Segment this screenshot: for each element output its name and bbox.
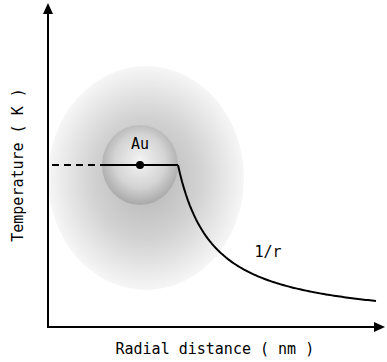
- dashed-line: [52, 164, 102, 166]
- axis-arrowhead: [43, 3, 53, 14]
- x-axis: [47, 326, 378, 328]
- particle-label: Au: [98, 135, 182, 153]
- decay-curve: [178, 165, 376, 301]
- center-dot: [136, 161, 144, 169]
- axis-title: Temperature ( K ): [9, 88, 27, 242]
- axis-arrowhead: [374, 322, 385, 332]
- y-axis: [47, 10, 49, 327]
- gold-particle: Au: [98, 125, 182, 205]
- axis-title: Radial distance ( nm ): [116, 340, 315, 358]
- heat-halo: [48, 66, 244, 290]
- curve-label: 1/r: [255, 243, 282, 261]
